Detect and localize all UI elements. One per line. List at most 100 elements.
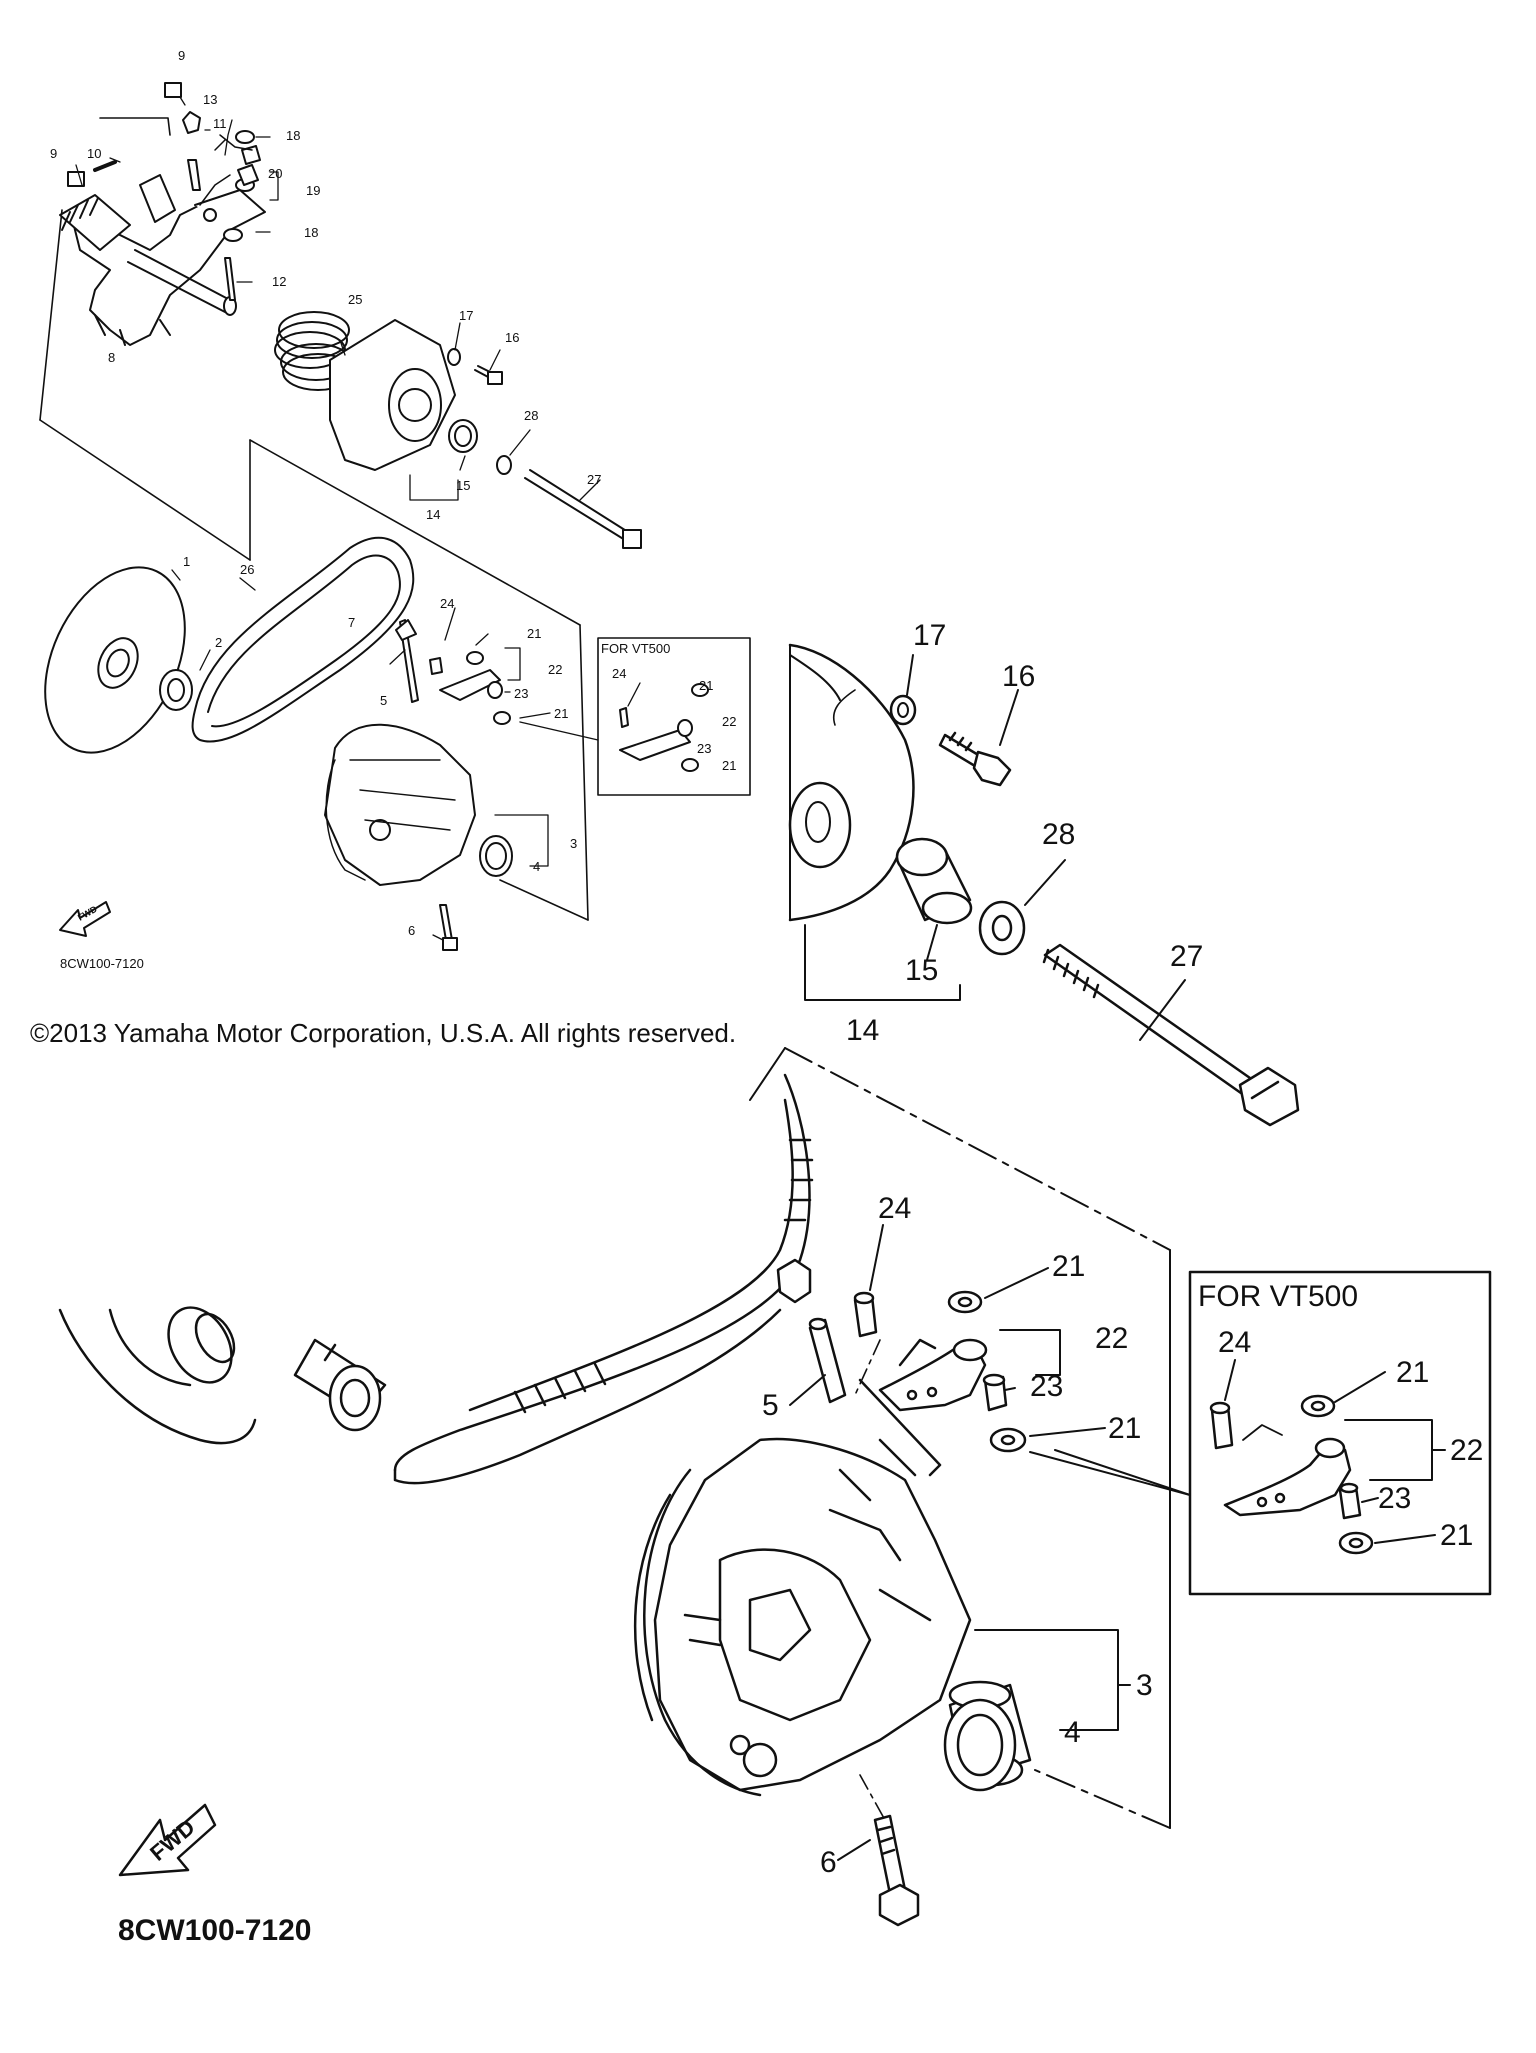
callout-18: 18: [286, 128, 300, 143]
large-weight-lever-22: [878, 1338, 988, 1412]
small-diagram: 9 13 11 9 10 18 20 19 18 12 8 25 17 16 2…: [39, 48, 751, 971]
part-2-collar: [159, 669, 193, 711]
large-washer-28: [978, 900, 1026, 956]
callout-4: 4: [533, 859, 540, 874]
callout-16: 16: [1002, 660, 1035, 693]
small-weight-cluster: [395, 619, 511, 725]
assembly-frame-lines: [39, 117, 589, 921]
large-belt: [393, 1073, 814, 1485]
large-bolt-16: [938, 731, 1012, 787]
part-6-bolt: [439, 904, 458, 951]
callout-6: 6: [820, 1846, 837, 1879]
small-leader-lines: [75, 96, 641, 941]
callout-14: 14: [426, 507, 440, 522]
small-callouts: 9 13 11 9 10 18 20 19 18 12 8 25 17 16 2…: [50, 48, 736, 971]
part-8-sheave-hub: [59, 174, 266, 346]
part-code: 8CW100-7120: [118, 1914, 311, 1947]
callout-17: 17: [913, 619, 946, 652]
inset-title: FOR VT500: [1198, 1280, 1358, 1313]
inset-callout-24: 24: [612, 666, 626, 681]
callout-5: 5: [762, 1389, 779, 1422]
inset-callout-21: 21: [699, 678, 713, 693]
callout-18: 18: [304, 225, 318, 240]
part-code: 8CW100-7120: [60, 956, 144, 971]
large-frame-lines: [749, 924, 1171, 1829]
large-callouts: 17 16 28 27 15 14 24 21 22 23 21 5 3 4 6…: [118, 619, 1483, 1947]
callout-21: 21: [1052, 1250, 1085, 1283]
large-bushing-15: [895, 837, 973, 925]
callout-21: 21: [527, 626, 541, 641]
callout-25: 25: [348, 292, 362, 307]
callout-24: 24: [440, 596, 454, 611]
callout-4: 4: [1064, 1716, 1081, 1749]
callout-27: 27: [587, 472, 601, 487]
callout-5: 5: [380, 693, 387, 708]
callout-26: 26: [240, 562, 254, 577]
callout-17: 17: [459, 308, 473, 323]
large-bolt-27: [1042, 943, 1300, 1127]
large-diagram: 17 16 28 27 15 14 24 21 22 23 21 5 3 4 6…: [58, 619, 1492, 1947]
callout-2: 2: [215, 635, 222, 650]
callout-24: 24: [878, 1192, 911, 1225]
small-cover-hardware: [447, 348, 642, 549]
large-bushing-4: [943, 1680, 1032, 1792]
inset-callout-24: 24: [1218, 1326, 1251, 1359]
callout-9: 9: [178, 48, 185, 63]
copyright-notice: ©2013 Yamaha Motor Corporation, U.S.A. A…: [30, 1018, 737, 1048]
large-center-lines: [854, 1339, 886, 1821]
inset-callout-23: 23: [1378, 1482, 1411, 1515]
callout-6: 6: [408, 923, 415, 938]
part-1-sliding-sheave: [44, 566, 186, 754]
part-4-bushing: [479, 835, 513, 877]
inset-callout-23: 23: [697, 741, 711, 756]
callout-23: 23: [514, 686, 528, 701]
callout-16: 16: [505, 330, 519, 345]
large-sheave-1: [58, 1306, 257, 1445]
callout-9: 9: [50, 146, 57, 161]
callout-28: 28: [1042, 818, 1075, 851]
callout-15: 15: [456, 478, 470, 493]
callout-22: 22: [548, 662, 562, 677]
part-14-cover: [329, 319, 478, 471]
large-pin-24: [853, 1291, 878, 1338]
callout-22: 22: [1095, 1322, 1128, 1355]
inset-callout-21: 21: [1440, 1519, 1473, 1552]
inset-callout-22: 22: [722, 714, 736, 729]
small-fwd-arrow-icon: [59, 901, 111, 937]
small-inset-box: [519, 637, 751, 796]
large-pin-5: [808, 1317, 847, 1404]
callout-19: 19: [306, 183, 320, 198]
large-washer-21-bottom: [989, 1427, 1027, 1453]
large-bolt-6: [873, 1814, 920, 1927]
callout-28: 28: [524, 408, 538, 423]
callout-12: 12: [272, 274, 286, 289]
small-hardware-cluster: [67, 82, 261, 301]
callout-3: 3: [570, 836, 577, 851]
large-housing-3: [633, 1378, 972, 1797]
callout-10: 10: [87, 146, 101, 161]
callout-3: 3: [1136, 1669, 1153, 1702]
inset-title: FOR VT500: [601, 641, 670, 656]
callout-23: 23: [1030, 1370, 1063, 1403]
inset-callout-21: 21: [722, 758, 736, 773]
callout-15: 15: [905, 954, 938, 987]
large-washer-21-top: [947, 1290, 983, 1314]
callout-11: 11: [213, 116, 227, 131]
large-collar-2: [293, 1338, 387, 1432]
callout-20: 20: [268, 166, 282, 181]
large-cover: [788, 643, 915, 922]
large-washer-17: [889, 694, 917, 726]
part-26-belt: [191, 536, 415, 743]
inset-callout-22: 22: [1450, 1434, 1483, 1467]
large-nut-7: [776, 1258, 812, 1304]
large-fwd-arrow-icon: [118, 1803, 217, 1877]
callout-13: 13: [203, 92, 217, 107]
callout-1: 1: [183, 554, 190, 569]
callout-14: 14: [846, 1014, 879, 1047]
callout-21: 21: [1108, 1412, 1141, 1445]
callout-21: 21: [554, 706, 568, 721]
callout-7: 7: [348, 615, 355, 630]
large-roller-23: [982, 1373, 1008, 1412]
